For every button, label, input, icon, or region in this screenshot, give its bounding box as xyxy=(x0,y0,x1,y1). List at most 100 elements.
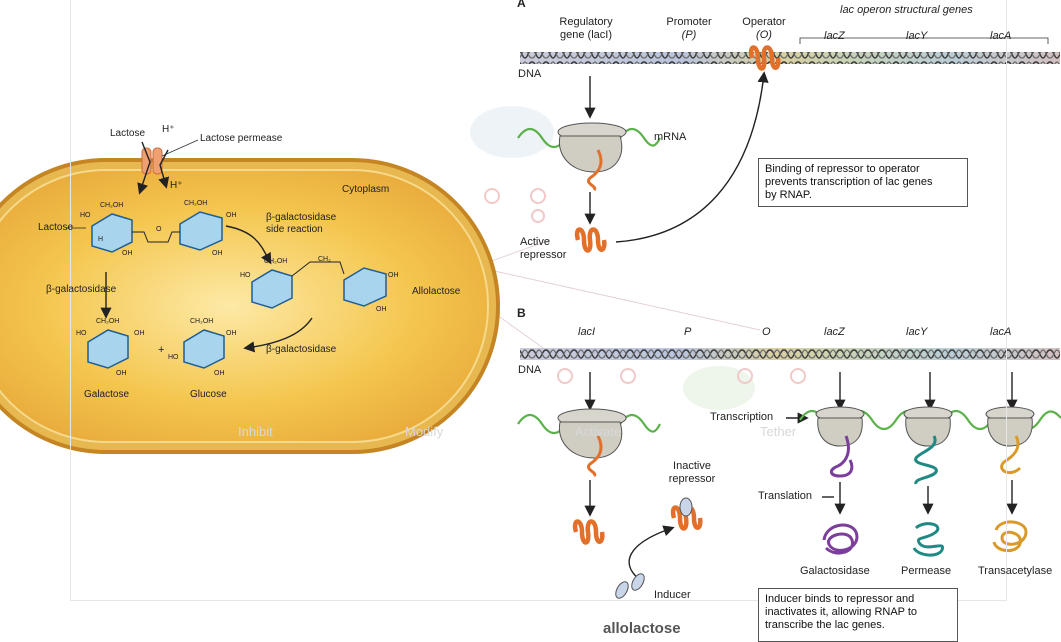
proton-entry-arrow xyxy=(158,149,170,189)
allolactose-label: Allolactose xyxy=(412,286,461,297)
glucose-label: Glucose xyxy=(190,389,227,400)
ho-label: HO xyxy=(240,272,251,279)
oh-label: OH xyxy=(226,212,237,219)
lactose-glucose-ring xyxy=(179,211,223,251)
lacz-label-b: lacZ xyxy=(824,326,845,338)
dna-helix-a xyxy=(520,52,1060,64)
ch2oh-label: CH₂OH xyxy=(184,200,208,207)
inducer-molecule xyxy=(615,581,629,599)
lacy-label-b: lacY xyxy=(906,326,928,338)
glucose-ring xyxy=(183,329,225,369)
regulatory-gene-label-1: Regulatory xyxy=(559,16,613,28)
dna-label-b: DNA xyxy=(518,364,542,376)
repressor-binding-note: Binding of repressor to operator prevent… xyxy=(758,158,968,207)
ch2-label: CH₂ xyxy=(318,256,331,263)
bound-repressor xyxy=(748,45,781,71)
note-line-1: Binding of repressor to operator xyxy=(765,163,920,175)
transacetylase-protein xyxy=(992,520,1028,552)
ho-label: HO xyxy=(76,330,87,337)
note-b-line-2: inactivates it, allowing RNAP to xyxy=(765,606,918,618)
note-line-3: by RNAP. xyxy=(765,189,812,201)
lactose-entry-arrow xyxy=(137,141,151,195)
free-repressor xyxy=(572,519,605,545)
sugar-bonds xyxy=(132,231,345,277)
watermark-tether: Tether xyxy=(760,424,797,439)
inducer-label: Inducer xyxy=(654,589,691,601)
regulatory-gene-label-2: gene (lacI) xyxy=(560,29,612,41)
inducer-binding-arrow xyxy=(628,525,675,581)
oh-label: OH xyxy=(214,370,225,377)
transacetylase-label: Transacetylase xyxy=(978,565,1053,577)
active-repressor xyxy=(574,227,607,253)
sugar-rings xyxy=(87,211,387,369)
laca-label-b: lacA xyxy=(990,326,1012,338)
nascent-repressor-a xyxy=(587,149,603,192)
dna-label-a: DNA xyxy=(518,68,542,80)
laca-label-a: lacA xyxy=(990,30,1012,42)
watermark-inhibit: Inhibit xyxy=(238,424,273,439)
watermark-activate: Activate xyxy=(575,424,622,439)
ribosome-laca xyxy=(985,406,1035,447)
inactive-repressor xyxy=(670,505,703,531)
nascent-repressor-b xyxy=(587,435,603,478)
note-b-line-3: transcribe the lac genes. xyxy=(765,619,885,631)
oh-label: OH xyxy=(212,250,223,257)
oh-label: OH xyxy=(122,250,133,257)
plus-sign: + xyxy=(158,344,165,356)
ho-label: HO xyxy=(168,354,179,361)
promoter-label-1: Promoter xyxy=(666,16,712,28)
panel-b-letter: B xyxy=(517,306,526,320)
inducer-molecule xyxy=(631,573,645,591)
h-plus-label: H⁺ xyxy=(162,124,175,135)
watermark-blob xyxy=(470,106,554,158)
structural-genes-brace xyxy=(799,37,1049,44)
galactosidase-protein xyxy=(822,523,859,555)
transcription-label: Transcription xyxy=(710,411,774,423)
promoter-label-2: (P) xyxy=(681,29,697,41)
mrna-label: mRNA xyxy=(654,131,687,143)
galactosidase-label: Galactosidase xyxy=(800,565,870,577)
permease-label: Permease xyxy=(901,565,952,577)
h-label: H xyxy=(98,236,104,243)
watermark-modify: Modify xyxy=(405,424,444,439)
ribosome-lacy xyxy=(903,406,953,447)
ch2oh-label: CH₂OH xyxy=(100,202,124,209)
oh-label: OH xyxy=(134,330,145,337)
lactose-galactose-ring xyxy=(91,213,133,253)
panel-a-letter: A xyxy=(517,0,526,10)
cytoplasm-label: Cytoplasm xyxy=(342,184,390,195)
nascent-transacetylase xyxy=(1000,435,1022,475)
allolactose-galactose-ring xyxy=(251,269,293,309)
note-line-2: prevents transcription of lac genes xyxy=(765,176,933,188)
structural-genes-label: lac operon structural genes xyxy=(840,4,973,16)
allolactose-glucose-ring xyxy=(343,267,387,307)
note-b-line-1: Inducer binds to repressor and xyxy=(765,593,915,605)
watermark-blob xyxy=(683,366,755,410)
operator-label-b: O xyxy=(762,326,771,338)
side-reaction-label-1: β-galactosidase xyxy=(266,212,337,223)
ch2oh-label: CH₂OH xyxy=(190,318,214,325)
nascent-galactosidase xyxy=(830,435,854,478)
laci-label-b: lacI xyxy=(578,326,596,338)
promoter-label-b: P xyxy=(684,326,692,338)
beta-galactosidase-label: β-galactosidase xyxy=(46,284,117,295)
allolactose-hydrolysis-arrow xyxy=(243,317,313,353)
active-repressor-label-2: repressor xyxy=(520,249,567,261)
caption-allolactose: allolactose xyxy=(603,620,681,637)
oh-label: OH xyxy=(116,370,127,377)
translation-label: Translation xyxy=(758,490,813,502)
lactose-permease-label: Lactose permease xyxy=(200,133,283,144)
side-reaction-arrow xyxy=(225,225,272,265)
ch2oh-label: CH₂OH xyxy=(264,258,288,265)
ribosome-lacz xyxy=(815,406,865,447)
dna-helix-b xyxy=(520,348,1060,360)
galactose-label: Galactose xyxy=(84,389,130,400)
lactose-label: Lactose xyxy=(38,222,74,233)
oh-label: OH xyxy=(226,330,237,337)
ho-label: HO xyxy=(80,212,91,219)
repressor-binding-arrow xyxy=(615,71,769,243)
nascent-permease xyxy=(914,435,938,485)
inactive-repressor-label-2: repressor xyxy=(668,473,716,485)
galactose-ring xyxy=(87,329,129,369)
